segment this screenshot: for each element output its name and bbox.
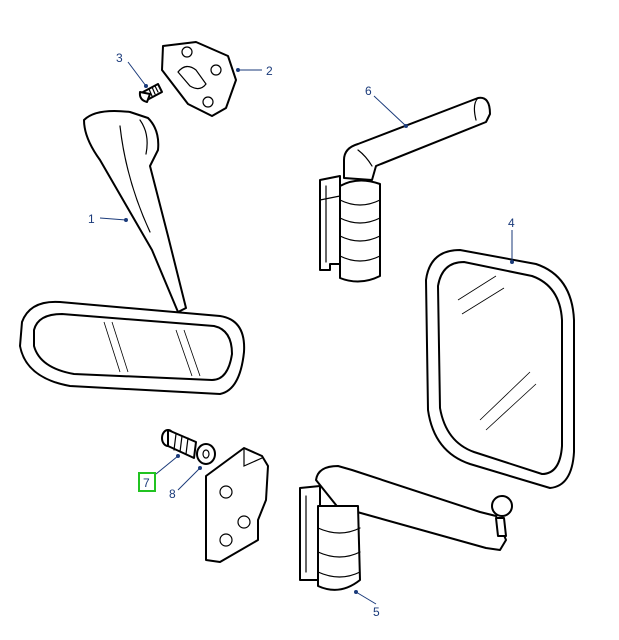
callout-7[interactable]: 7 xyxy=(143,476,150,490)
callout-5[interactable]: 5 xyxy=(373,605,380,619)
callout-3[interactable]: 3 xyxy=(116,51,123,65)
leader-lines xyxy=(99,61,514,605)
selected-callout-highlight xyxy=(138,472,156,492)
part-7-bolt[interactable] xyxy=(161,429,197,459)
part-8-washer[interactable] xyxy=(196,443,216,465)
callout-1[interactable]: 1 xyxy=(88,212,95,226)
part-1-interior-mirror[interactable] xyxy=(19,110,246,395)
part-6-exterior-arm[interactable] xyxy=(319,96,491,283)
mounting-bracket[interactable] xyxy=(205,447,269,563)
callout-4[interactable]: 4 xyxy=(508,216,515,230)
callout-6[interactable]: 6 xyxy=(365,84,372,98)
callout-2[interactable]: 2 xyxy=(266,64,273,78)
part-2-mounting-plate[interactable] xyxy=(161,41,237,117)
callout-8[interactable]: 8 xyxy=(169,487,176,501)
part-5-exterior-arm[interactable] xyxy=(299,465,513,591)
part-3-screw[interactable] xyxy=(138,83,163,103)
part-4-exterior-mirror-head[interactable] xyxy=(425,249,575,489)
